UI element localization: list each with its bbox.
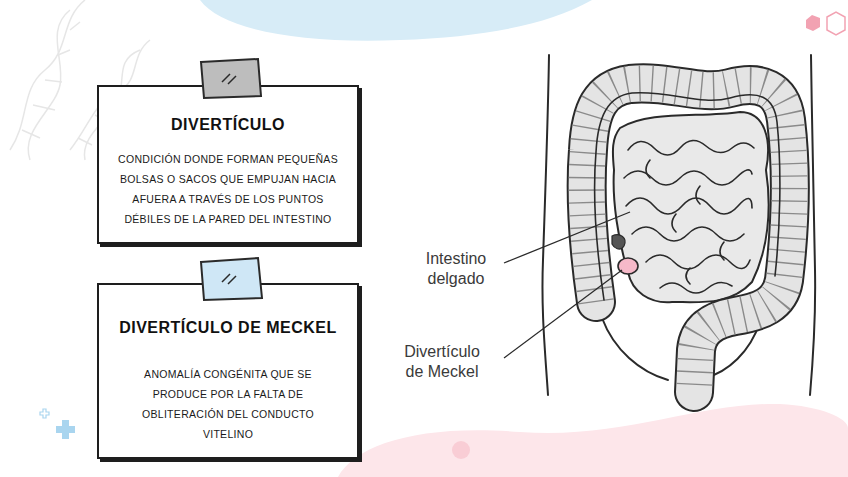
loop [660, 282, 732, 293]
large-intestine [587, 83, 790, 392]
leader-line [504, 212, 630, 263]
plus-sign [56, 420, 75, 439]
dna-strand [28, 10, 70, 160]
loop-folds [646, 160, 724, 284]
loop [628, 140, 754, 155]
definition-card: DIVERTÍCULO CONDICIÓN DONDE FORMAN PEQUEÑ… [97, 85, 359, 244]
colon-outline [587, 83, 790, 392]
small-intestine [613, 112, 769, 302]
hexagon [806, 15, 820, 31]
dna-rungs [22, 22, 80, 138]
card-description: CONDICIÓN DONDE FORMAN PEQUEÑAS BOLSAS O… [109, 149, 347, 229]
tape-marks [222, 274, 236, 284]
callout-label: Divertículo de Meckel [396, 342, 488, 382]
card-heading: DIVERTÍCULO DE MECKEL [109, 318, 347, 338]
hip-left [602, 318, 668, 380]
appendix [612, 235, 625, 249]
loop [626, 198, 752, 214]
card-heading: DIVERTÍCULO [109, 115, 347, 135]
top-blob [200, 0, 592, 41]
hexagon-outline [827, 12, 845, 35]
colon-haustra [587, 83, 790, 392]
tape-marks [222, 74, 236, 84]
torso-outline [542, 55, 815, 395]
loop [646, 255, 750, 269]
pink-dot [452, 441, 470, 459]
torso-left [542, 55, 549, 395]
torso-right [810, 55, 815, 395]
tape-strip [201, 258, 262, 300]
callout-label: Intestino delgado [410, 249, 502, 289]
loop [624, 170, 752, 185]
colon-fill [587, 83, 790, 392]
bottom-blob [338, 404, 848, 477]
plus-outline [40, 409, 49, 418]
intestine-loops [624, 140, 754, 293]
dna-strand [10, 0, 85, 150]
colon-band [595, 93, 780, 300]
definition-card: DIVERTÍCULO DE MECKEL ANOMALÍA CONGÉNITA … [97, 283, 359, 459]
card-description: ANOMALÍA CONGÉNITA QUE SE PRODUCE POR LA… [109, 364, 347, 444]
tape [201, 258, 262, 300]
tape-strip [201, 59, 261, 98]
leader-line [504, 270, 622, 358]
loop [632, 227, 744, 241]
tape [201, 59, 261, 98]
meckel-diverticulum [618, 258, 638, 274]
